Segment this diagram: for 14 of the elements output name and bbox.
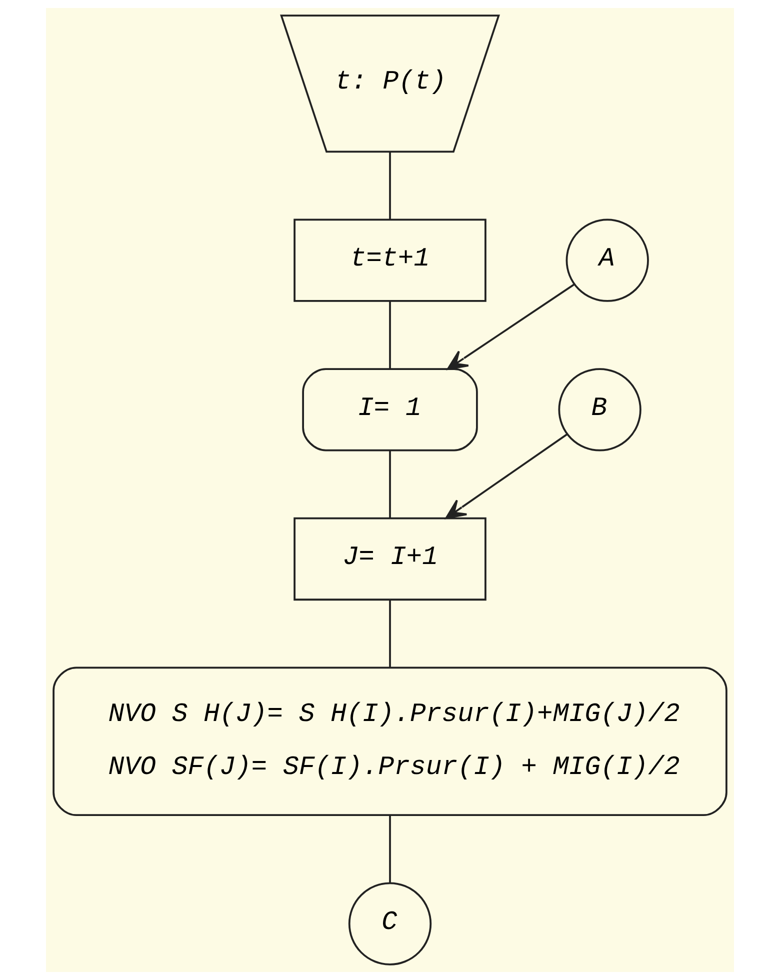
connector	[389, 301, 391, 369]
connector	[389, 450, 391, 518]
arrow	[446, 284, 575, 370]
node-circle: B	[558, 368, 642, 452]
node-box: t=t+1	[294, 218, 486, 302]
arrow	[445, 434, 568, 520]
connector	[389, 600, 391, 667]
node-circle: C	[348, 882, 432, 966]
node-circle: A	[566, 218, 649, 302]
connector	[389, 152, 391, 220]
node-box: J= I+1	[294, 517, 486, 601]
node-box: I= 1	[302, 368, 478, 452]
node-box: NVO S H(J)= S H(I).Prsur(I)+MIG(J)/2 NVO SF(J)= SF(I).Prsur(I) + MIG(I)/2	[52, 666, 728, 816]
connector	[389, 815, 391, 883]
